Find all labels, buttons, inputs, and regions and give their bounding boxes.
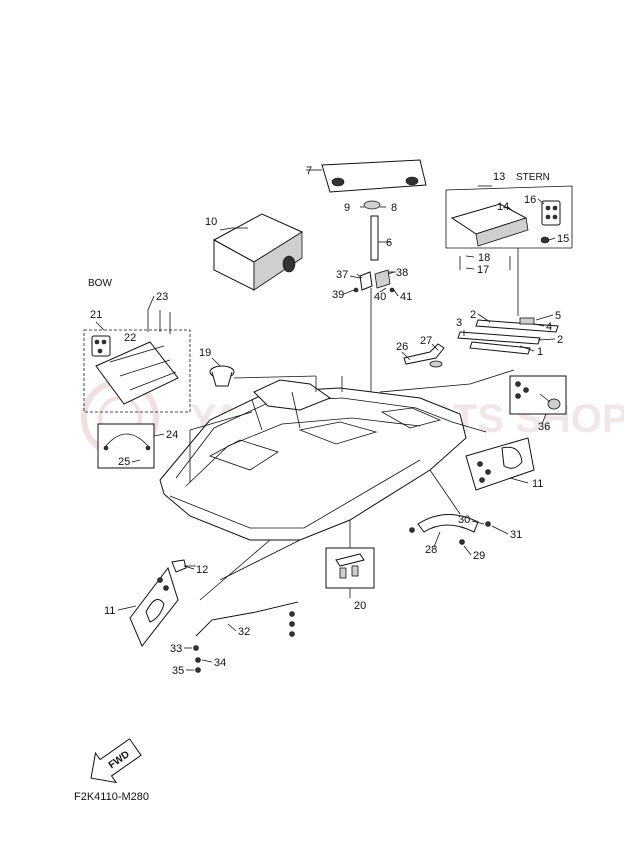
callout-22: 22 <box>124 332 136 344</box>
callout-16: 16 <box>524 194 536 206</box>
callout-35: 35 <box>172 665 184 677</box>
callout-7: 7 <box>306 165 312 177</box>
part-strap <box>97 423 155 469</box>
part-hull <box>159 376 467 541</box>
callout-14: 14 <box>497 201 509 213</box>
callout-34: 34 <box>214 657 226 669</box>
part-hose-fitting <box>403 343 445 368</box>
callout-33: 33 <box>170 643 182 655</box>
part-bow-ladder <box>83 310 191 413</box>
part-seat-cushion <box>306 159 427 193</box>
callouts: 1 2 2 3 4 5 6 7 8 9 10 11 11 12 13 14 15… <box>90 165 569 677</box>
callout-19: 19 <box>199 347 211 359</box>
callout-2b: 2 <box>557 334 563 346</box>
callout-20: 20 <box>354 600 366 612</box>
part-pole <box>370 215 390 261</box>
callout-15: 15 <box>557 233 569 245</box>
callout-13: 13 <box>493 171 505 183</box>
figure-code: F2K4110-M280 <box>74 791 149 803</box>
callout-1: 1 <box>537 346 543 358</box>
fwd-arrow: FWD <box>90 738 142 784</box>
callout-2a: 2 <box>470 309 476 321</box>
callout-9: 9 <box>344 202 350 214</box>
callout-4: 4 <box>546 321 552 333</box>
callout-38: 38 <box>396 267 408 279</box>
stern-label: STERN <box>516 172 550 183</box>
callout-36: 36 <box>538 421 550 433</box>
callout-3: 3 <box>456 317 462 329</box>
callout-30: 30 <box>458 514 470 526</box>
part-bow-rail <box>193 601 299 673</box>
part-grab-handle <box>409 513 491 545</box>
part-cleat-right <box>465 437 535 491</box>
callout-25: 25 <box>118 456 130 468</box>
part-stern-ladder <box>445 185 573 316</box>
part-center-cleat <box>325 547 375 598</box>
callout-27: 27 <box>420 335 432 347</box>
callout-8: 8 <box>391 202 397 214</box>
callout-29: 29 <box>473 550 485 562</box>
callout-11-right: 11 <box>532 478 543 490</box>
callout-6: 6 <box>386 237 392 249</box>
callout-31: 31 <box>510 529 522 541</box>
callout-11-left: 11 <box>104 605 115 617</box>
callout-32: 32 <box>238 626 250 638</box>
callout-leaders <box>95 185 556 671</box>
callout-12: 12 <box>196 564 208 576</box>
part-rails <box>457 317 559 355</box>
callout-41: 41 <box>400 291 412 303</box>
part-cleat-left <box>129 559 196 647</box>
callout-40: 40 <box>374 291 386 303</box>
part-drain-fitting <box>509 375 567 415</box>
callout-5: 5 <box>555 310 561 322</box>
bow-label: BOW <box>88 278 112 289</box>
callout-23: 23 <box>156 291 168 303</box>
callout-17: 17 <box>477 264 489 276</box>
callout-21: 21 <box>90 309 102 321</box>
callout-10: 10 <box>205 216 217 228</box>
callout-18: 18 <box>478 252 490 264</box>
callout-24: 24 <box>166 429 178 441</box>
part-cup-screw <box>360 200 386 210</box>
part-pole-base <box>353 269 396 392</box>
part-cup-holder <box>209 365 235 387</box>
callout-39: 39 <box>332 289 344 301</box>
callout-26: 26 <box>396 341 408 353</box>
leader-lines <box>199 369 515 601</box>
callout-28: 28 <box>425 544 437 556</box>
callout-37: 37 <box>336 269 348 281</box>
part-cooler <box>212 213 304 291</box>
